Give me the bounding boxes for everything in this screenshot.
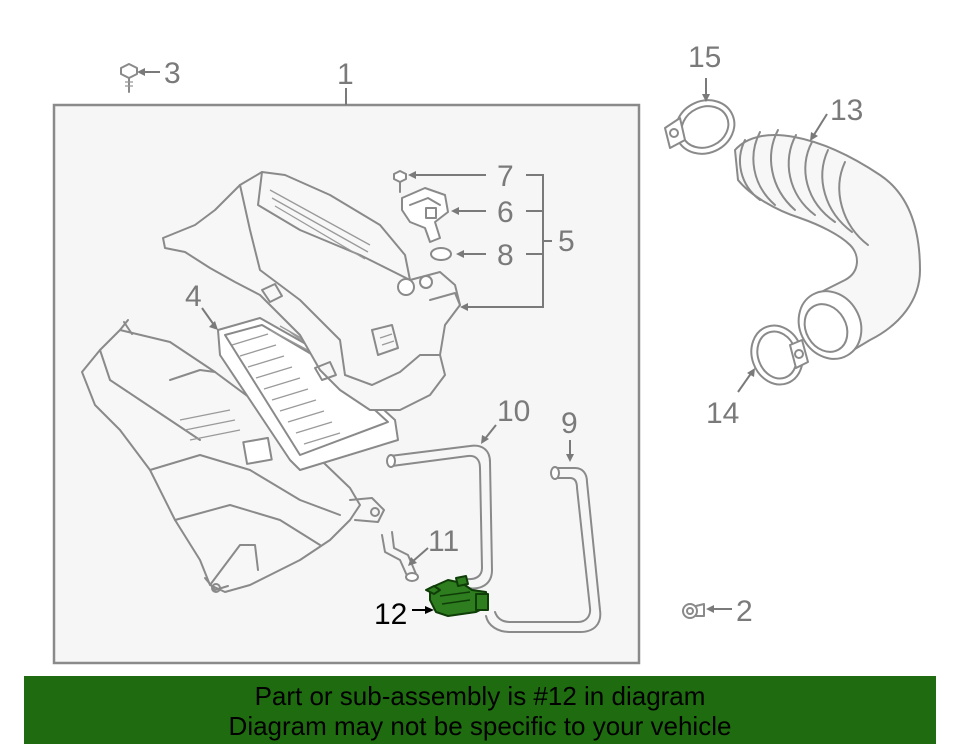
callout-9: 9 xyxy=(561,407,578,440)
callout-1: 1 xyxy=(337,58,354,91)
part-9-hose[interactable] xyxy=(485,466,602,633)
part-6-sensor[interactable] xyxy=(401,187,449,243)
part-3-bolt[interactable] xyxy=(120,63,138,93)
callout-3: 3 xyxy=(164,57,181,90)
part-13-intake-hose[interactable] xyxy=(734,129,921,370)
part-7-screw[interactable] xyxy=(393,170,407,193)
part-8-o-ring[interactable] xyxy=(430,247,452,261)
callout-11: 11 xyxy=(428,525,459,558)
callout-5: 5 xyxy=(558,225,575,258)
callout-6: 6 xyxy=(497,196,514,229)
info-banner: Part or sub-assembly is #12 in diagram D… xyxy=(24,676,936,744)
banner-line-1: Part or sub-assembly is #12 in diagram xyxy=(254,681,706,711)
part-15-clamp[interactable] xyxy=(664,91,743,163)
callout-15: 15 xyxy=(688,41,721,74)
part-10-hose[interactable] xyxy=(386,444,493,590)
banner-line-2: Diagram may not be specific to your vehi… xyxy=(228,711,732,741)
callout-2: 2 xyxy=(736,595,753,628)
callout-13: 13 xyxy=(830,94,863,127)
callout-7: 7 xyxy=(497,160,514,193)
part-14-clamp[interactable] xyxy=(743,318,811,391)
part-12-vacuum-switching-valve[interactable] xyxy=(425,575,489,617)
part-2-clip[interactable] xyxy=(682,603,705,619)
air-cleaner-lower-case xyxy=(81,319,385,593)
callout-4: 4 xyxy=(185,280,202,313)
air-cleaner-upper-cover xyxy=(162,171,461,411)
callout-10: 10 xyxy=(497,395,530,428)
callout-14: 14 xyxy=(706,397,739,430)
callout-8: 8 xyxy=(497,239,514,272)
callout-12: 12 xyxy=(374,598,407,631)
